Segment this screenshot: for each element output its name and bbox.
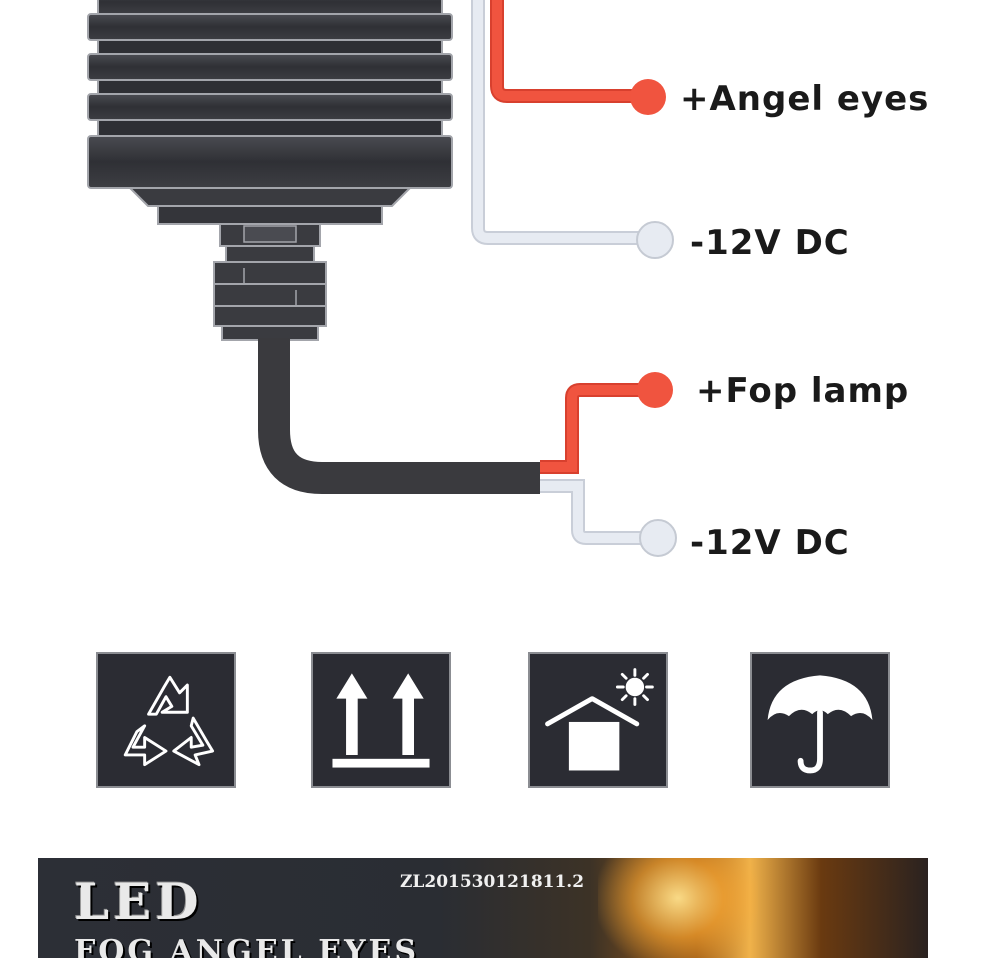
- this-way-up-symbol: [311, 652, 451, 788]
- fog-lamp-negative-label: -12V DC: [690, 523, 850, 563]
- lamp-housing: [87, 0, 453, 225]
- keep-dry-symbol: [750, 652, 890, 788]
- fog-lamp-negative-terminal: [639, 519, 677, 557]
- banner-title: LED: [74, 872, 203, 931]
- fog-lamp-positive-label: +Fop lamp: [696, 371, 910, 411]
- product-box-banner: LED FOG ANGEL EYES ZL201530121811.2: [38, 858, 928, 958]
- keep-dry-icon: [767, 675, 873, 774]
- this-way-up-icon: [332, 673, 430, 768]
- fog-lamp-positive-terminal: [637, 372, 673, 408]
- recycle-symbol: [96, 652, 236, 788]
- lamp-connector: [213, 223, 327, 341]
- angel-eyes-positive-label: +Angel eyes: [680, 79, 930, 119]
- wiring-diagram: [87, 0, 677, 557]
- fog-lamp-wires: [540, 383, 658, 545]
- banner-subtitle: FOG ANGEL EYES: [74, 934, 420, 958]
- keep-out-of-sun-icon: [545, 668, 654, 771]
- angel-eyes-positive-terminal: [630, 79, 666, 115]
- banner-light-glow: [598, 858, 758, 958]
- main-cable: [258, 338, 540, 494]
- recycle-icon: [123, 675, 215, 767]
- keep-out-of-sun-symbol: [528, 652, 668, 788]
- angel-eyes-negative-label: -12V DC: [690, 223, 850, 263]
- angel-eyes-wires: [471, 0, 655, 245]
- angel-eyes-negative-terminal: [636, 221, 674, 259]
- banner-patent-code: ZL201530121811.2: [400, 872, 585, 892]
